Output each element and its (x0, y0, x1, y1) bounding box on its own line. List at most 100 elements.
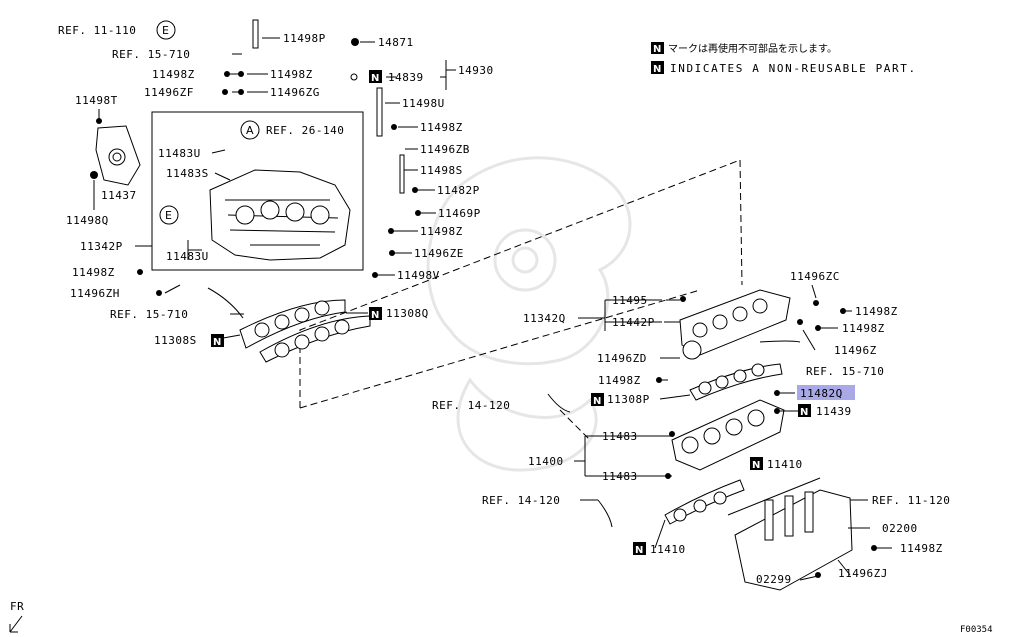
gasket-11308q (239, 299, 346, 349)
label-11498Q[interactable]: 11498Q (66, 214, 109, 227)
intake-manifold-11342q (679, 289, 791, 360)
hose-line (207, 287, 244, 319)
label-11483U-a[interactable]: 11483U (158, 147, 201, 160)
label-ref-15-710-mid[interactable]: REF. 15-710 (110, 308, 188, 321)
engine-block-ref (734, 489, 853, 591)
label-11498Z-e[interactable]: 11498Z (72, 266, 115, 279)
gasket-11308p (689, 363, 783, 401)
label-ref-11-110[interactable]: REF. 11-110 (58, 24, 136, 37)
label-11482Q[interactable]: 11482Q (800, 387, 843, 400)
svg-text:E: E (162, 24, 169, 37)
hose-ref-14-120-b (597, 499, 613, 528)
label-fr: FR (10, 600, 24, 613)
label-02200[interactable]: 02200 (882, 522, 918, 535)
label-11498Z-c[interactable]: 11498Z (420, 121, 463, 134)
svg-text:E: E (165, 209, 172, 222)
label-ref-15-710-right[interactable]: REF. 15-710 (806, 365, 884, 378)
label-11469P[interactable]: 11469P (438, 207, 481, 220)
figure-code: F00354 (960, 625, 993, 635)
gasket-11308s (259, 315, 371, 363)
label-11498V[interactable]: 11498V (397, 269, 440, 282)
label-11496ZE[interactable]: 11496ZE (414, 247, 464, 260)
dashed-guide-lines (299, 159, 743, 441)
note-english: INDICATES A NON-REUSABLE PART. (670, 62, 917, 75)
label-11496ZG[interactable]: 11496ZG (270, 86, 320, 99)
label-ref-26-140[interactable]: REF. 26-140 (266, 124, 344, 137)
label-11483S[interactable]: 11483S (166, 167, 209, 180)
watermark-emblem (426, 156, 632, 472)
label-11496ZC[interactable]: 11496ZC (790, 270, 840, 283)
label-ref-14-120-a[interactable]: REF. 14-120 (432, 399, 510, 412)
legend-note: N マークは再使用不可部品を示します。 N INDICATES A NON-RE… (651, 42, 917, 75)
label-14839[interactable]: 14839 (388, 71, 424, 84)
label-11308Q[interactable]: 11308Q (386, 307, 429, 320)
label-02299[interactable]: 02299 (756, 573, 792, 586)
label-11442P[interactable]: 11442P (612, 316, 655, 329)
label-ref-14-120-b[interactable]: REF. 14-120 (482, 494, 560, 507)
label-11410-a[interactable]: 11410 (767, 458, 803, 471)
gasket-11410 (664, 477, 821, 525)
label-11498T[interactable]: 11498T (75, 94, 118, 107)
label-11498Z-i[interactable]: 11498Z (900, 542, 943, 555)
label-11498Z-d[interactable]: 11498Z (420, 225, 463, 238)
svg-text:N: N (635, 545, 643, 556)
upper-intake-manifold (209, 169, 351, 261)
non-reusable-marker-icon (651, 61, 664, 74)
label-11308S[interactable]: 11308S (154, 334, 197, 347)
bracket-11437 (95, 125, 141, 186)
label-11437[interactable]: 11437 (101, 189, 137, 202)
svg-text:N: N (752, 460, 760, 471)
label-11495[interactable]: 11495 (612, 294, 648, 307)
label-11483U-b[interactable]: 11483U (166, 250, 209, 263)
label-14930[interactable]: 14930 (458, 64, 494, 77)
svg-text:A: A (246, 124, 254, 137)
label-11308P[interactable]: 11308P (607, 393, 650, 406)
label-11483-a[interactable]: 11483 (602, 430, 638, 443)
label-11498P[interactable]: 11498P (283, 32, 326, 45)
label-11439[interactable]: 11439 (816, 405, 852, 418)
label-11496ZD[interactable]: 11496ZD (597, 352, 647, 365)
label-11496ZF[interactable]: 11496ZF (144, 86, 194, 99)
label-11498Z-b[interactable]: 11498Z (270, 68, 313, 81)
highlight-11482q (797, 385, 855, 400)
label-11498Z-f[interactable]: 11498Z (855, 305, 898, 318)
leader-lines (93, 37, 892, 581)
note-japanese: マークは再使用不可部品を示します。 (668, 42, 837, 55)
hose-ref-14-120-a (547, 393, 571, 413)
label-11483-b[interactable]: 11483 (602, 470, 638, 483)
svg-text:N: N (653, 44, 661, 55)
label-11498U[interactable]: 11498U (402, 97, 445, 110)
svg-text:N: N (371, 73, 379, 84)
label-11496Z[interactable]: 11496Z (834, 344, 877, 357)
label-11498Z-a[interactable]: 11498Z (152, 68, 195, 81)
non-reusable-marker-icon (651, 42, 664, 54)
fastener-dots (90, 19, 877, 578)
svg-text:N: N (593, 396, 601, 407)
label-14871[interactable]: 14871 (378, 36, 414, 49)
label-11498Z-g[interactable]: 11498Z (842, 322, 885, 335)
label-11342P[interactable]: 11342P (80, 240, 123, 253)
svg-text:N: N (371, 310, 379, 321)
label-ref-15-710-top[interactable]: REF. 15-710 (112, 48, 190, 61)
hose-ref-15-710-right (759, 340, 801, 343)
circle-ref-e-mid: E (159, 205, 179, 225)
label-11496ZJ[interactable]: 11496ZJ (838, 567, 888, 580)
label-11496ZB[interactable]: 11496ZB (420, 143, 470, 156)
label-11496ZH[interactable]: 11496ZH (70, 287, 120, 300)
front-direction-arrow: FR (9, 600, 24, 633)
part-labels: REF. 11-110 REF. 15-710 11498P 14871 148… (58, 24, 950, 586)
label-11400[interactable]: 11400 (528, 455, 564, 468)
non-reusable-markers: N N N N N N N (211, 70, 811, 556)
circle-ref-a: A (240, 120, 260, 140)
svg-text:N: N (800, 407, 808, 418)
label-11410-b[interactable]: 11410 (650, 543, 686, 556)
label-11342Q[interactable]: 11342Q (523, 312, 566, 325)
svg-text:N: N (213, 337, 221, 348)
svg-text:N: N (653, 64, 661, 75)
detail-box (151, 111, 364, 271)
label-11498S[interactable]: 11498S (420, 164, 463, 177)
label-11482P[interactable]: 11482P (437, 184, 480, 197)
label-ref-11-120[interactable]: REF. 11-120 (872, 494, 950, 507)
label-11498Z-h[interactable]: 11498Z (598, 374, 641, 387)
